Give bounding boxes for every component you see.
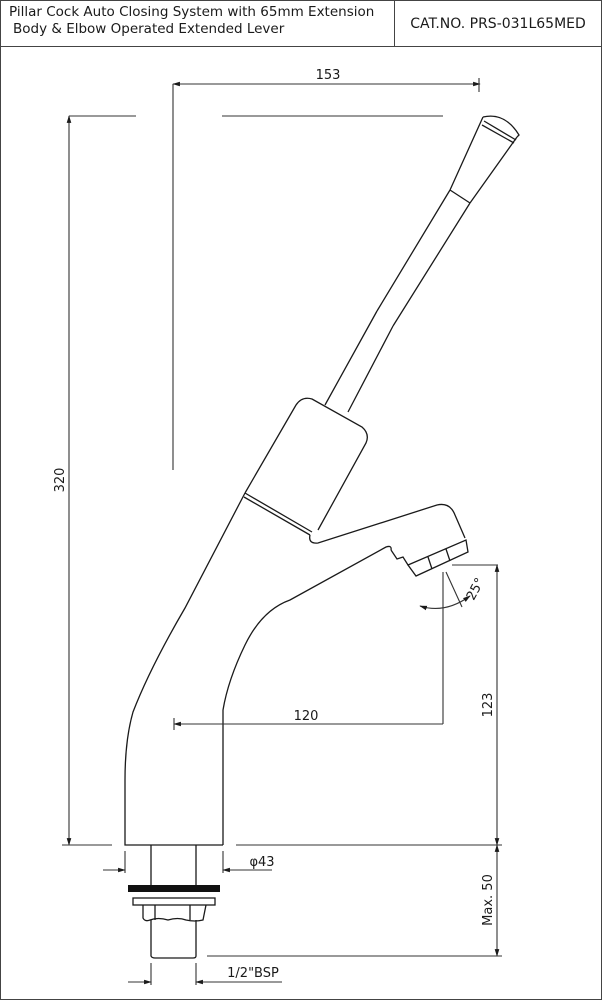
dim-spout-reach: 120 [294, 709, 319, 724]
body [124, 492, 246, 846]
dim-overall-width: 153 [316, 68, 341, 83]
cartridge-housing [243, 397, 368, 536]
title-line-1: Pillar Cock Auto Closing System with 65m… [9, 4, 375, 20]
shank [132, 845, 216, 959]
dim-body-diameter: φ43 [249, 855, 274, 870]
spout [222, 503, 469, 845]
title-line-2: Body & Elbow Operated Extended Lever [13, 21, 285, 37]
product-title: Pillar Cock Auto Closing System with 65m… [1, 1, 395, 46]
catalog-number-text: CAT.NO. PRS-031L65MED [410, 15, 586, 32]
dim-overall-height: 320 [53, 468, 68, 493]
dim-spout-height: 123 [481, 693, 496, 718]
lever-handle [324, 115, 520, 413]
rubber-washer [128, 885, 220, 892]
dim-thread-size: 1/2"BSP [227, 966, 279, 981]
catalog-number: CAT.NO. PRS-031L65MED [395, 1, 601, 46]
dim-max-deck-thickness: Max. 50 [481, 874, 496, 926]
title-block: Pillar Cock Auto Closing System with 65m… [1, 1, 601, 47]
dim-spout-angle: 25° [464, 576, 488, 603]
